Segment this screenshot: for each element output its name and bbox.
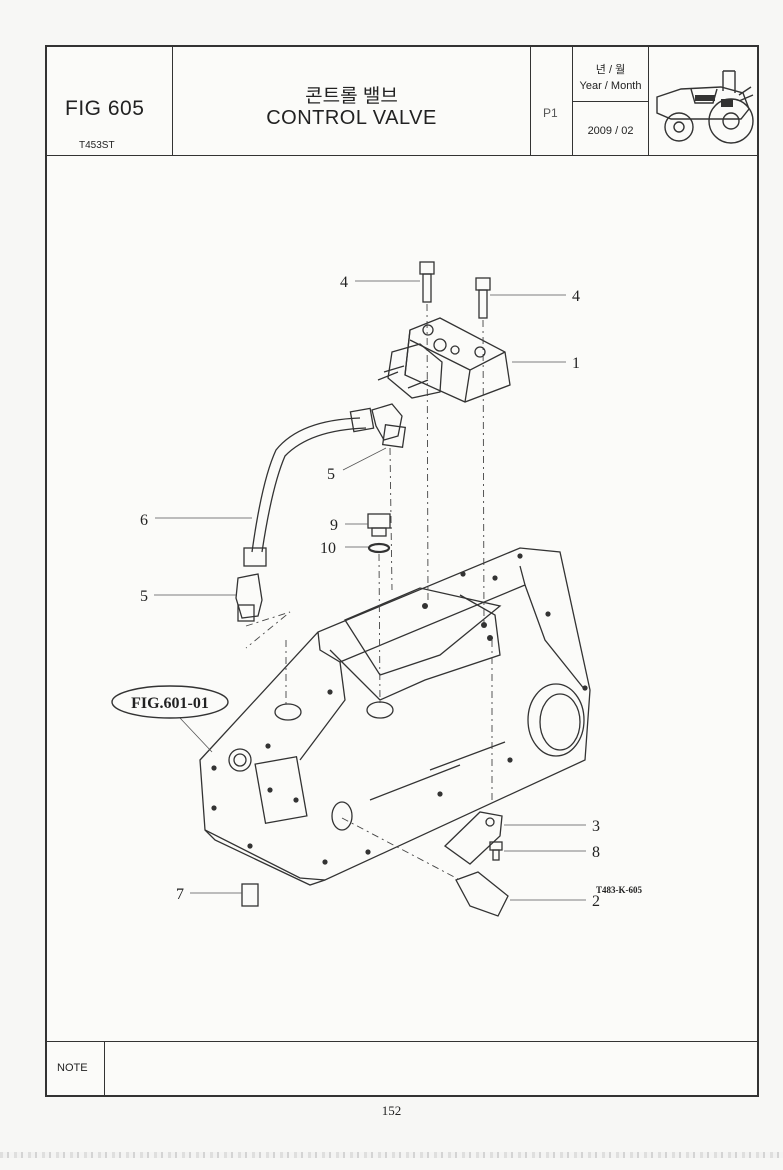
reference-fig-label: FIG.601-01 bbox=[131, 695, 209, 712]
page-cell: P1 bbox=[531, 47, 573, 155]
lower-parts-drawing bbox=[241, 811, 509, 917]
callout-1: 1 bbox=[572, 355, 580, 372]
scan-artifact-strip bbox=[0, 1152, 783, 1158]
date-label-korean: 년 / 월 bbox=[595, 64, 626, 76]
title-english: CONTROL VALVE bbox=[266, 107, 437, 129]
callout-leader-lines bbox=[154, 280, 586, 901]
callout-5-lower: 5 bbox=[140, 588, 148, 605]
date-value: 2009 / 02 bbox=[587, 125, 634, 137]
callout-3: 3 bbox=[592, 818, 600, 835]
date-label-box: 년 / 월 Year / Month bbox=[573, 47, 648, 102]
parts-sheet-frame: FIG 605 T453ST 콘트롤 밸브 CONTROL VALVE P1 년… bbox=[45, 45, 759, 1097]
page-number: 152 bbox=[381, 1103, 402, 1118]
callout-5-upper: 5 bbox=[327, 466, 335, 483]
hose-drawing bbox=[235, 403, 407, 622]
assembly-center-lines bbox=[245, 303, 493, 881]
header-block: FIG 605 T453ST 콘트롤 밸브 CONTROL VALVE P1 년… bbox=[47, 47, 757, 156]
sheet-page: P1 bbox=[543, 106, 558, 120]
callout-6: 6 bbox=[140, 512, 148, 529]
note-row: NOTE bbox=[47, 1041, 757, 1095]
date-label-english: Year / Month bbox=[579, 80, 642, 92]
reference-fig-oval: FIG.601-01 bbox=[111, 685, 229, 719]
tractor-thumbnail-icon bbox=[656, 70, 754, 144]
callout-numbers: 4 4 1 5 6 9 10 5 3 8 2 7 bbox=[140, 274, 600, 910]
callout-4-upper-left: 4 bbox=[340, 274, 348, 291]
drawing-code: T483-K-605 bbox=[596, 885, 642, 895]
title-cell: 콘트롤 밸브 CONTROL VALVE bbox=[173, 47, 531, 155]
callout-7: 7 bbox=[176, 886, 184, 903]
control-valve-drawing bbox=[377, 317, 511, 403]
callout-8: 8 bbox=[592, 844, 600, 861]
fig-number: FIG 605 bbox=[65, 97, 145, 120]
transmission-housing-drawing bbox=[199, 547, 591, 886]
model-code: T453ST bbox=[79, 140, 115, 151]
callout-4-upper-right: 4 bbox=[572, 288, 580, 305]
callout-9: 9 bbox=[330, 517, 338, 534]
note-label: NOTE bbox=[47, 1042, 105, 1095]
housing-bolt-holes bbox=[211, 553, 588, 865]
plug-and-oring-drawing bbox=[367, 513, 391, 554]
callout-2: 2 bbox=[592, 893, 600, 910]
fig-cell: FIG 605 T453ST bbox=[47, 47, 173, 155]
thumbnail-cell bbox=[649, 47, 759, 155]
date-cell: 년 / 월 Year / Month 2009 / 02 bbox=[573, 47, 649, 155]
title-korean: 콘트롤 밸브 bbox=[305, 86, 398, 107]
callout-10: 10 bbox=[320, 540, 336, 557]
bolt-drawings bbox=[419, 261, 491, 319]
